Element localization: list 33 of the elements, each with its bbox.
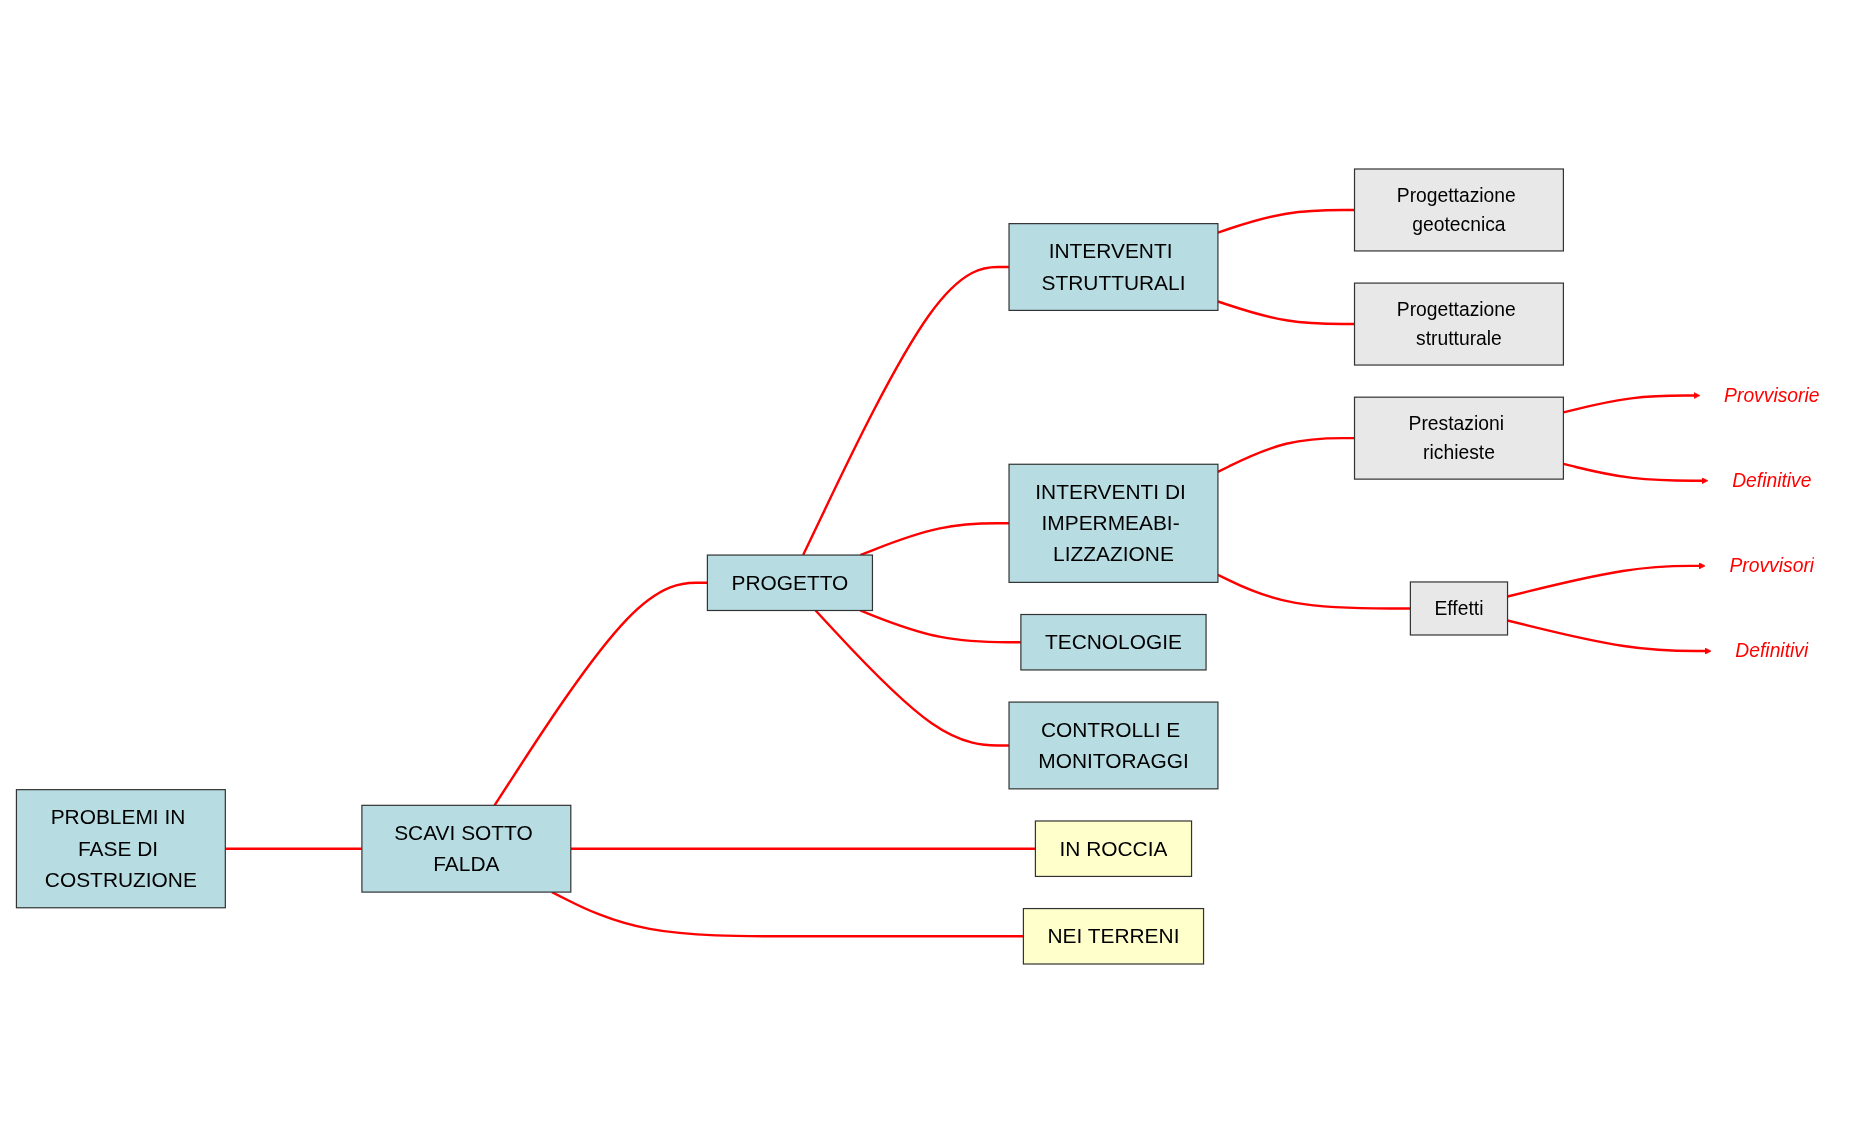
connector bbox=[1217, 573, 1411, 610]
node-box: TECNOLOGIE bbox=[1020, 613, 1207, 671]
connector bbox=[859, 609, 1021, 644]
arrow bbox=[1507, 562, 1706, 598]
node-box: INTERVENTI STRUTTURALI bbox=[1008, 223, 1219, 311]
node-box: CONTROLLI E MONITORAGGI bbox=[1008, 701, 1219, 790]
node-box: INTERVENTI DI IMPERMEABI- LIZZAZIONE bbox=[1008, 463, 1219, 583]
node-box: SCAVI SOTTO FALDA bbox=[361, 804, 572, 893]
connector bbox=[1217, 300, 1355, 326]
connector bbox=[859, 522, 1010, 557]
connector bbox=[551, 891, 1024, 938]
node-box: NEI TERRENI bbox=[1022, 907, 1205, 965]
node-text: Definitivi bbox=[1735, 639, 1809, 662]
node-text: Provvisorie bbox=[1724, 384, 1820, 407]
connector bbox=[225, 847, 362, 850]
connector bbox=[1217, 436, 1355, 473]
connector bbox=[493, 581, 708, 806]
node-text: Provvisori bbox=[1729, 554, 1815, 577]
node-box: PROGETTO bbox=[706, 554, 874, 612]
arrow bbox=[1563, 462, 1709, 485]
node-box: Prestazioni richieste bbox=[1353, 396, 1564, 480]
node-text: Definitive bbox=[1732, 469, 1812, 492]
arrow bbox=[1563, 392, 1701, 414]
connector bbox=[570, 847, 1036, 850]
arrow bbox=[1507, 619, 1712, 655]
node-box: Progettazione strutturale bbox=[1353, 282, 1564, 366]
node-box: Progettazione geotecnica bbox=[1353, 168, 1564, 252]
node-box: IN ROCCIA bbox=[1034, 820, 1193, 878]
node-box: PROBLEMI IN FASE DI COSTRUZIONE bbox=[15, 789, 226, 909]
node-box: Effetti bbox=[1409, 581, 1509, 636]
connector bbox=[1217, 208, 1355, 234]
connector bbox=[814, 609, 1010, 747]
connector bbox=[802, 265, 1010, 556]
